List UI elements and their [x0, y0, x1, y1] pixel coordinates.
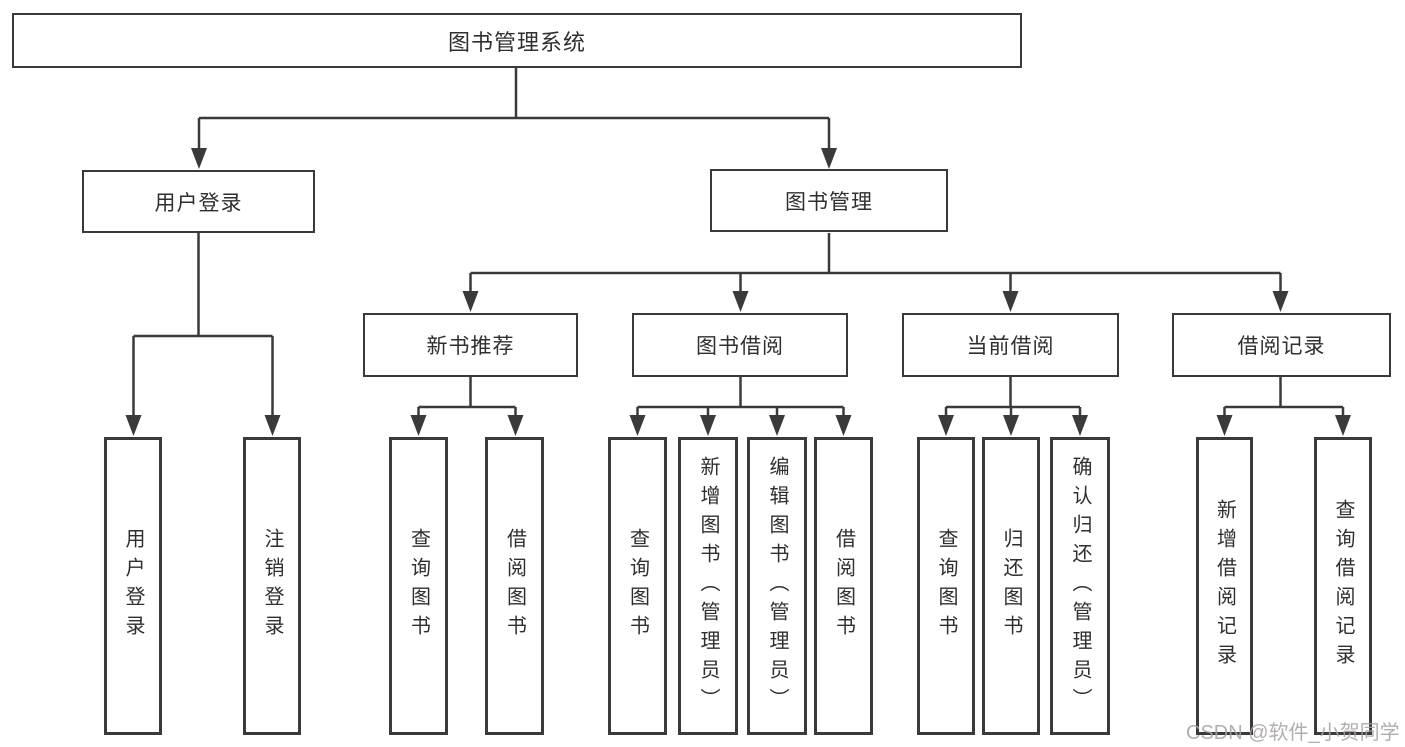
node-leaf-query-book-recommend: 查询图书 — [389, 437, 448, 735]
leaf-label: 借阅图书 — [832, 528, 855, 644]
node-current-borrow: 当前借阅 — [902, 313, 1119, 377]
leaf-label: 新增图书（管理员） — [697, 455, 719, 717]
leaf-label: 确认归还（管理员） — [1069, 455, 1091, 717]
node-leaf-edit-book-admin: 编辑图书（管理员） — [747, 437, 807, 735]
leaf-label: 查询图书 — [407, 528, 430, 644]
node-book-management: 图书管理 — [710, 169, 948, 232]
node-leaf-borrow-book-borrow: 借阅图书 — [814, 437, 873, 735]
leaf-label: 用户登录 — [122, 528, 144, 644]
node-leaf-query-book-current: 查询图书 — [917, 437, 975, 735]
node-leaf-query-book-borrow: 查询图书 — [608, 437, 667, 735]
leaf-label: 查询图书 — [626, 528, 649, 644]
node-leaf-add-book-admin: 新增图书（管理员） — [678, 437, 738, 735]
leaf-label: 新增借阅记录 — [1213, 499, 1236, 673]
watermark: CSDN @软件_小贺同学 — [1186, 722, 1400, 744]
leaf-label: 借阅图书 — [503, 528, 526, 644]
node-user-login: 用户登录 — [82, 170, 315, 233]
leaf-label: 编辑图书（管理员） — [766, 455, 788, 717]
node-library-management-system: 图书管理系统 — [12, 13, 1022, 68]
node-leaf-return-book: 归还图书 — [982, 437, 1040, 735]
node-book-borrow: 图书借阅 — [632, 313, 848, 377]
node-leaf-confirm-return-admin: 确认归还（管理员） — [1050, 437, 1110, 735]
leaf-label: 归还图书 — [1000, 528, 1022, 644]
node-borrow-record: 借阅记录 — [1172, 313, 1391, 377]
node-leaf-borrow-book-recommend: 借阅图书 — [485, 437, 544, 735]
node-leaf-query-borrow-record: 查询借阅记录 — [1314, 437, 1372, 735]
node-new-book-recommend: 新书推荐 — [363, 313, 578, 377]
leaf-label: 注销登录 — [261, 528, 283, 644]
node-leaf-logout: 注销登录 — [243, 437, 301, 735]
leaf-label: 查询借阅记录 — [1332, 499, 1354, 673]
leaf-label: 查询图书 — [935, 528, 957, 644]
node-leaf-user-login: 用户登录 — [104, 437, 162, 735]
node-leaf-add-borrow-record: 新增借阅记录 — [1196, 437, 1253, 735]
